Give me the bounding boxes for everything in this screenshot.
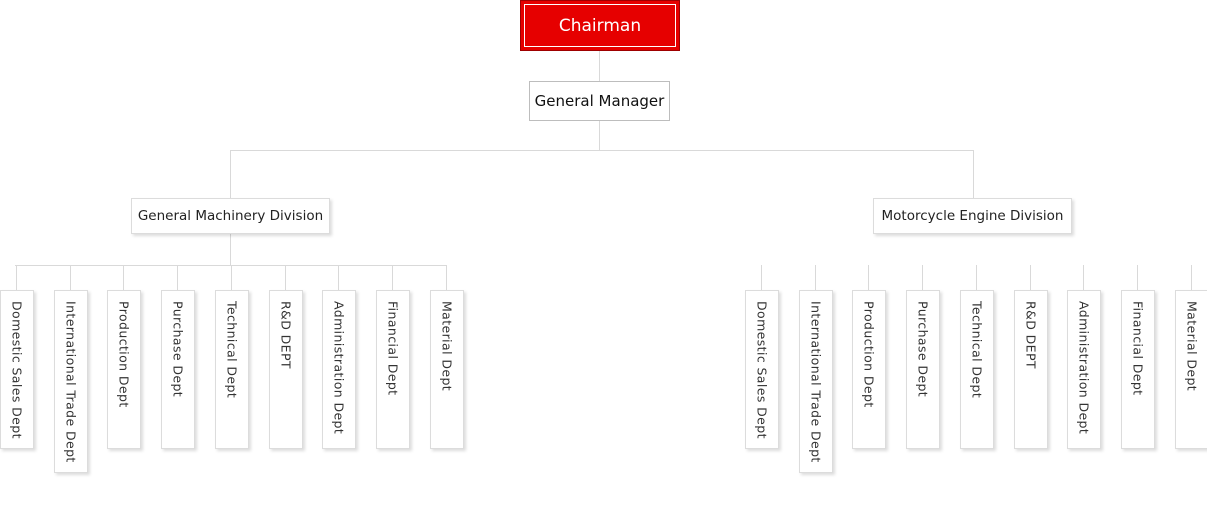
- department-label: Administration Dept: [1076, 301, 1092, 435]
- department-label: Production Dept: [116, 301, 132, 408]
- department-label: Domestic Sales Dept: [754, 301, 770, 439]
- connector-divisions-bar: [230, 150, 974, 151]
- department-box[interactable]: International Trade Dept: [799, 290, 833, 473]
- department-box[interactable]: Purchase Dept: [906, 290, 940, 449]
- connector-departments-bar-1: [15, 265, 446, 266]
- connector-division-1-down: [230, 234, 231, 266]
- connector-department-tick: [16, 265, 17, 290]
- department-box[interactable]: Technical Dept: [960, 290, 994, 449]
- connector-gm-down: [599, 121, 600, 151]
- department-box[interactable]: Domestic Sales Dept: [0, 290, 34, 449]
- division-general-machinery[interactable]: General Machinery Division: [131, 198, 330, 234]
- department-label: International Trade Dept: [808, 301, 824, 463]
- department-label: Technical Dept: [224, 301, 240, 399]
- department-box[interactable]: International Trade Dept: [54, 290, 88, 473]
- department-box[interactable]: R&D DEPT: [1014, 290, 1048, 449]
- connector-department-tick: [177, 265, 178, 290]
- connector-department-tick: [70, 265, 71, 290]
- connector-department-tick: [446, 265, 447, 290]
- department-box[interactable]: Material Dept: [430, 290, 464, 449]
- connector-department-tick: [1030, 265, 1031, 290]
- connector-department-tick: [1083, 265, 1084, 290]
- department-box[interactable]: Production Dept: [852, 290, 886, 449]
- connector-department-tick: [392, 265, 393, 290]
- department-box[interactable]: Material Dept: [1175, 290, 1207, 449]
- chairman-label: Chairman: [524, 4, 676, 47]
- connector-department-tick: [976, 265, 977, 290]
- division-motorcycle-engine[interactable]: Motorcycle Engine Division: [873, 198, 1072, 234]
- connector-department-tick: [815, 265, 816, 290]
- department-box[interactable]: R&D DEPT: [269, 290, 303, 449]
- connector-department-tick: [231, 265, 232, 290]
- department-label: Material Dept: [1184, 301, 1200, 392]
- connector-department-tick: [1191, 265, 1192, 290]
- connector-department-tick: [868, 265, 869, 290]
- general-manager-box[interactable]: General Manager: [529, 81, 670, 121]
- department-box[interactable]: Technical Dept: [215, 290, 249, 449]
- connector-division-2: [973, 150, 974, 198]
- connector-division-1: [230, 150, 231, 198]
- department-label: Production Dept: [861, 301, 877, 408]
- department-label: Administration Dept: [331, 301, 347, 435]
- department-label: R&D DEPT: [1023, 301, 1039, 369]
- connector-department-tick: [922, 265, 923, 290]
- connector-department-tick: [285, 265, 286, 290]
- department-label: R&D DEPT: [278, 301, 294, 369]
- department-label: Purchase Dept: [915, 301, 931, 398]
- connector-department-tick: [1137, 265, 1138, 290]
- department-label: Domestic Sales Dept: [9, 301, 25, 439]
- department-label: Financial Dept: [1130, 301, 1146, 396]
- connector-chairman-gm: [599, 51, 600, 81]
- connector-department-tick: [761, 265, 762, 290]
- connector-department-tick: [123, 265, 124, 290]
- chairman-box[interactable]: Chairman: [520, 0, 680, 51]
- department-box[interactable]: Financial Dept: [376, 290, 410, 449]
- department-box[interactable]: Administration Dept: [322, 290, 356, 449]
- department-box[interactable]: Domestic Sales Dept: [745, 290, 779, 449]
- connector-department-tick: [338, 265, 339, 290]
- department-box[interactable]: Financial Dept: [1121, 290, 1155, 449]
- department-label: Purchase Dept: [170, 301, 186, 398]
- department-label: International Trade Dept: [63, 301, 79, 463]
- department-label: Financial Dept: [385, 301, 401, 396]
- department-label: Technical Dept: [969, 301, 985, 399]
- department-box[interactable]: Administration Dept: [1067, 290, 1101, 449]
- department-label: Material Dept: [439, 301, 455, 392]
- department-box[interactable]: Production Dept: [107, 290, 141, 449]
- department-box[interactable]: Purchase Dept: [161, 290, 195, 449]
